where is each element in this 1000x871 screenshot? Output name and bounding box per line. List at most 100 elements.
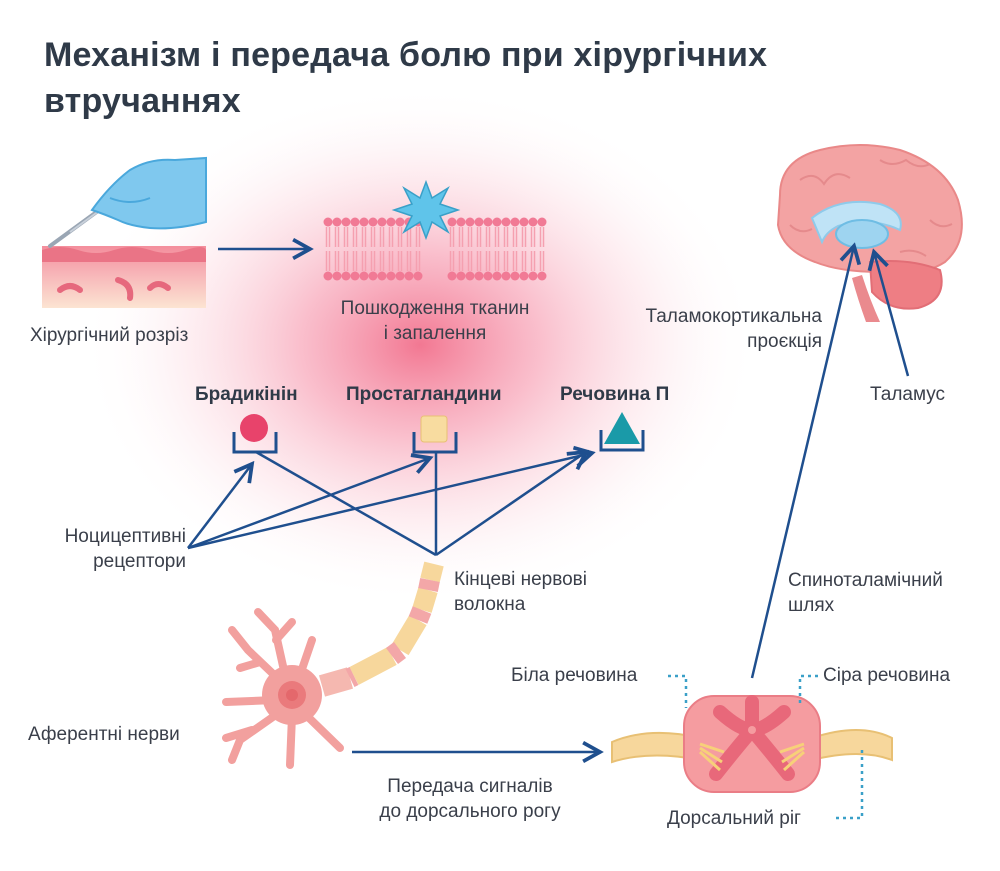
lipid-tail	[415, 251, 421, 271]
brain-illustration	[776, 144, 963, 322]
label-thalamocortical-line2: проєкція	[747, 331, 822, 352]
lipid-head	[359, 271, 369, 281]
lipid-tail	[530, 227, 536, 247]
lipid-tail	[467, 251, 473, 271]
lipid-tail	[521, 251, 527, 271]
label-nerve-endings-line2: волокна	[454, 594, 526, 615]
lipid-tail	[539, 227, 545, 247]
substance-p-receptor	[599, 412, 645, 452]
lipid-tail	[370, 251, 376, 271]
lipid-tail	[406, 251, 412, 271]
lipid-head	[510, 217, 520, 227]
lipid-tail	[539, 251, 545, 271]
lipid-tail	[379, 251, 385, 271]
lipid-tail	[503, 227, 509, 247]
lipid-head	[368, 217, 378, 227]
lipid-head	[528, 271, 538, 281]
label-tissue-damage-line1: Пошкодження тканин	[340, 298, 530, 319]
lipid-head	[323, 217, 333, 227]
lipid-tail	[467, 227, 473, 247]
lipid-head	[377, 271, 387, 281]
lipid-head	[456, 271, 466, 281]
lipid-head	[537, 271, 547, 281]
lipid-head	[510, 271, 520, 281]
lipid-head	[404, 271, 414, 281]
label-surgical-incision: Хірургічний розріз	[30, 325, 189, 346]
lipid-head	[386, 217, 396, 227]
lipid-head	[413, 271, 423, 281]
lipid-tail	[361, 251, 367, 271]
damage-burst-icon	[391, 179, 461, 241]
lipid-tail	[361, 227, 367, 247]
lipid-tail	[370, 227, 376, 247]
lipid-head	[447, 271, 457, 281]
lipid-head	[447, 217, 457, 227]
label-thalamus: Таламус	[870, 384, 946, 405]
label-white-matter: Біла речовина	[511, 665, 638, 686]
label-signal-transfer-line2: до дорсального рогу	[379, 801, 561, 822]
lipid-head	[465, 271, 475, 281]
label-afferent-nerves: Аферентні нерви	[28, 724, 180, 745]
label-spinothalamic-line1: Спиноталамічний	[788, 570, 943, 591]
lipid-tail	[325, 227, 331, 247]
lipid-tail	[388, 227, 394, 247]
substance-p-marker-icon	[604, 412, 640, 444]
lipid-tail	[352, 251, 358, 271]
lipid-tail	[512, 251, 518, 271]
lipid-head	[332, 271, 342, 281]
lipid-tail	[512, 227, 518, 247]
lipid-tail	[343, 227, 349, 247]
lipid-tail	[388, 251, 394, 271]
lipid-tail	[325, 251, 331, 271]
lipid-tail	[494, 227, 500, 247]
lipid-head	[386, 271, 396, 281]
lipid-tail	[334, 227, 340, 247]
thalamus-icon	[835, 219, 889, 249]
neuron-illustration	[222, 561, 444, 769]
lipid-head	[483, 217, 493, 227]
lipid-head	[474, 217, 484, 227]
lipid-tail	[352, 227, 358, 247]
label-spinothalamic: Спиноталамічний шлях	[788, 568, 943, 618]
arrows	[187, 246, 910, 752]
bradykinin-marker-icon	[240, 414, 268, 442]
lipid-head	[332, 217, 342, 227]
label-tissue-damage: Пошкодження тканин і запалення	[320, 296, 550, 346]
label-nociceptors: Ноцицептивні рецептори	[26, 524, 186, 574]
lipid-head	[492, 217, 502, 227]
prostaglandin-marker-icon	[420, 415, 448, 443]
lipid-tail	[503, 251, 509, 271]
bradykinin-receptor	[232, 414, 278, 454]
lipid-head	[377, 217, 387, 227]
lipid-head	[359, 217, 369, 227]
lipid-head	[501, 217, 511, 227]
lipid-tail	[530, 251, 536, 271]
lipid-tail	[343, 251, 349, 271]
lipid-head	[341, 217, 351, 227]
label-signal-transfer-line1: Передача сигналів	[387, 776, 553, 797]
lipid-head	[323, 271, 333, 281]
label-substance-p: Речовина П	[560, 384, 670, 405]
page-title: Механізм і передача болю при хірургічних…	[44, 36, 768, 120]
glove-icon	[90, 156, 207, 230]
label-nociceptors-line1: Ноцицептивні	[64, 526, 186, 547]
label-bradykinin: Брадикінін	[195, 384, 298, 405]
lipid-head	[341, 271, 351, 281]
lipid-head	[456, 217, 466, 227]
lipid-tail	[485, 251, 491, 271]
lipid-tail	[397, 251, 403, 271]
label-thalamocortical: Таламокортикальна проєкція	[600, 304, 822, 354]
lipid-tail	[485, 227, 491, 247]
lipid-head	[368, 271, 378, 281]
lipid-tail	[415, 227, 421, 247]
lipid-head	[395, 271, 405, 281]
lipid-head	[519, 217, 529, 227]
lipid-head	[483, 271, 493, 281]
lipid-tail	[521, 227, 527, 247]
lipid-head	[350, 271, 360, 281]
lipid-head	[492, 271, 502, 281]
cell-membrane-illustration	[323, 217, 547, 281]
spinal-cord-illustration	[611, 695, 893, 793]
lipid-tail	[379, 227, 385, 247]
lipid-tail	[334, 251, 340, 271]
